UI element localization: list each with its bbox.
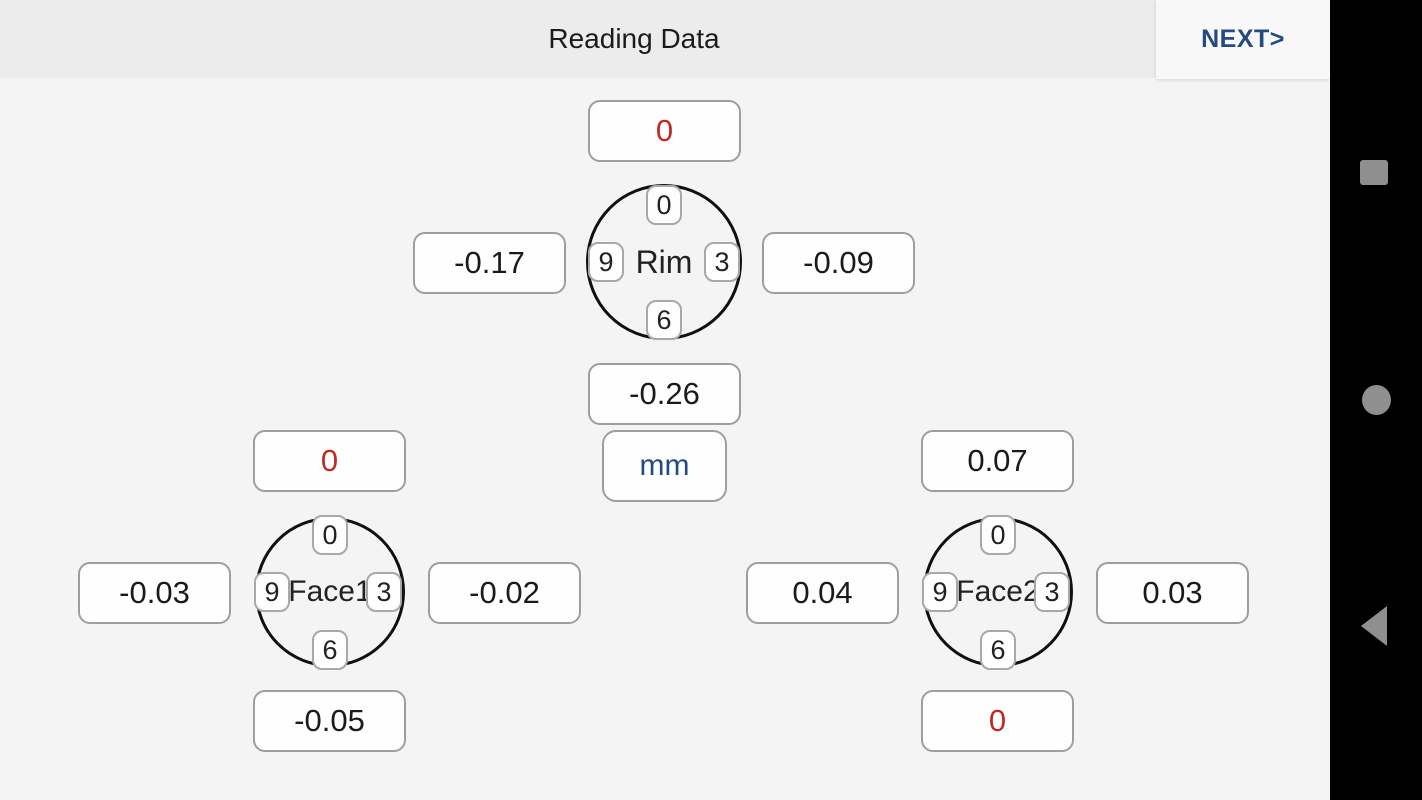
face2-reading-top-value: 0.07 — [967, 443, 1028, 478]
face2-reading-left-value: 0.04 — [792, 575, 853, 610]
unit-mm-button[interactable]: mm — [602, 430, 727, 502]
face1-dial-label: Face1 — [288, 575, 372, 608]
home-icon[interactable] — [1362, 385, 1391, 415]
face2-reading-bottom-input[interactable]: 0 — [921, 690, 1074, 752]
rim-reading-bottom-value: -0.26 — [629, 376, 700, 411]
page-title: Reading Data — [548, 23, 720, 54]
face2-reading-bottom-value: 0 — [988, 703, 1007, 738]
face1-position-3oclock-label: 3 — [376, 576, 392, 607]
rim-position-9oclock-label: 9 — [598, 246, 614, 277]
face2-dial-label: Face2 — [956, 575, 1040, 608]
face2-position-12oclock-badge: 0 — [980, 515, 1016, 555]
face2-reading-right-input[interactable]: 0.03 — [1096, 562, 1249, 624]
face2-reading-top-input[interactable]: 0.07 — [921, 430, 1074, 492]
recents-icon[interactable] — [1360, 160, 1388, 185]
rim-reading-right-input[interactable]: -0.09 — [762, 232, 915, 294]
face2-reading-left-input[interactable]: 0.04 — [746, 562, 899, 624]
face1-position-12oclock-badge: 0 — [312, 515, 348, 555]
face2-position-6oclock-label: 6 — [990, 634, 1006, 665]
face1-reading-bottom-value: -0.05 — [294, 703, 365, 738]
header-bar: Reading Data — [0, 0, 1330, 78]
face1-reading-top-value: 0 — [320, 443, 339, 478]
rim-reading-left-value: -0.17 — [454, 245, 525, 280]
face1-reading-right-input[interactable]: -0.02 — [428, 562, 581, 624]
face1-reading-top-input[interactable]: 0 — [253, 430, 406, 492]
face1-position-3oclock-badge: 3 — [366, 572, 402, 612]
rim-dial-label: Rim — [635, 243, 693, 280]
face2-position-9oclock-badge: 9 — [922, 572, 958, 612]
next-button-label: NEXT> — [1201, 25, 1285, 53]
rim-reading-right-value: -0.09 — [803, 245, 874, 280]
rim-reading-left-input[interactable]: -0.17 — [413, 232, 566, 294]
rim-position-9oclock-badge: 9 — [588, 242, 624, 282]
face1-position-9oclock-label: 9 — [264, 576, 280, 607]
face1-reading-bottom-input[interactable]: -0.05 — [253, 690, 406, 752]
face2-position-3oclock-label: 3 — [1044, 576, 1060, 607]
face1-position-6oclock-badge: 6 — [312, 630, 348, 670]
rim-position-12oclock-badge: 0 — [646, 185, 682, 225]
face1-position-6oclock-label: 6 — [322, 634, 338, 665]
face1-reading-left-value: -0.03 — [119, 575, 190, 610]
rim-position-3oclock-badge: 3 — [704, 242, 740, 282]
rim-position-3oclock-label: 3 — [714, 246, 730, 277]
face1-position-12oclock-label: 0 — [322, 519, 338, 550]
back-icon[interactable] — [1361, 606, 1387, 646]
face2-position-12oclock-label: 0 — [990, 519, 1006, 550]
face2-reading-right-value: 0.03 — [1142, 575, 1203, 610]
next-button[interactable]: NEXT> — [1156, 0, 1330, 79]
rim-reading-top-value: 0 — [655, 113, 674, 148]
rim-reading-top-input[interactable]: 0 — [588, 100, 741, 162]
face1-position-9oclock-badge: 9 — [254, 572, 290, 612]
rim-position-12oclock-label: 0 — [656, 189, 672, 220]
rim-position-6oclock-badge: 6 — [646, 300, 682, 340]
unit-mm-label: mm — [639, 449, 690, 482]
face2-position-3oclock-badge: 3 — [1034, 572, 1070, 612]
face2-position-6oclock-badge: 6 — [980, 630, 1016, 670]
face1-reading-left-input[interactable]: -0.03 — [78, 562, 231, 624]
rim-reading-bottom-input[interactable]: -0.26 — [588, 363, 741, 425]
face1-reading-right-value: -0.02 — [469, 575, 540, 610]
rim-position-6oclock-label: 6 — [656, 304, 672, 335]
face2-position-9oclock-label: 9 — [932, 576, 948, 607]
android-nav-bar — [1330, 0, 1422, 800]
